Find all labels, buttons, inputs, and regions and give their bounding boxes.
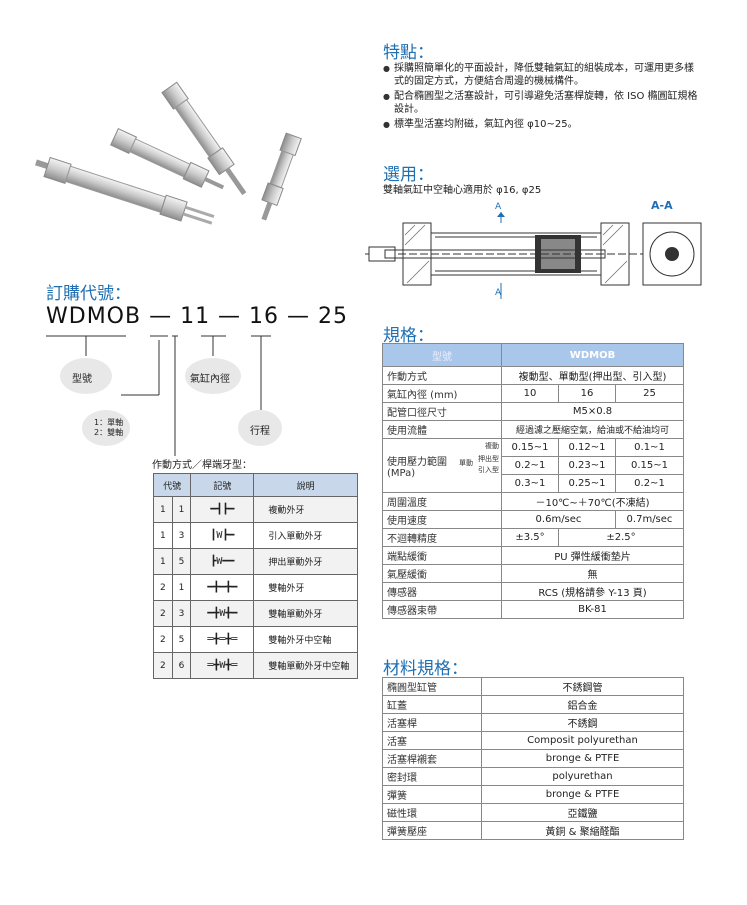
symbol-icon: ═╋W╋═	[207, 660, 238, 671]
col-desc: 說明	[253, 473, 358, 497]
material-title: 材料規格：	[383, 659, 468, 679]
order-code-diagram	[46, 335, 282, 456]
feature-item: 採購照簡單化的平面設計，降低雙軸氣缸的組裝成本，可運用更多樣式的固定方式，方便結…	[383, 62, 703, 88]
features-title: 特點：	[383, 43, 434, 63]
symbol-icon: ┣W━━	[210, 556, 235, 567]
section-mark-top: A	[495, 202, 502, 212]
spec-title: 規格：	[383, 326, 434, 346]
table-row: 磁性環亞鐵鹽	[382, 803, 684, 822]
order-title: 訂購代號：	[46, 284, 131, 304]
table-row: 缸蓋鋁合金	[382, 695, 684, 714]
label-type: 型號	[72, 374, 92, 385]
symbol-icon: ┃W┣━	[210, 530, 235, 541]
label-axis: 1：單軸 2：雙軸	[94, 418, 124, 437]
spec-table: 型號 WDMOB 作動方式複動型、單動型(押出型、引入型) 氣缸內徑 (mm)1…	[382, 343, 685, 619]
label-bore: 氣缸內徑	[190, 374, 230, 385]
features-list: 採購照簡單化的平面設計，降低雙軸氣缸的組裝成本，可運用更多樣式的固定方式，方便結…	[383, 62, 703, 133]
feature-item: 標準型活塞均附磁，氣缸內徑 φ10~25。	[383, 118, 703, 131]
table-row: 活塞桿不銹鋼	[382, 713, 684, 732]
symbol-icon: ━╋W╋━	[207, 608, 238, 619]
usage-text: 雙軸氣缸中空軸心適用於 φ16, φ25	[383, 185, 542, 196]
product-photo	[35, 81, 302, 225]
section-aa-label: A-A	[651, 199, 673, 212]
usage-title: 選用：	[383, 165, 434, 185]
symbol-icon: ━╋━╋━	[207, 582, 238, 593]
order-code: WDMOB — 11 — 16 — 25	[46, 304, 349, 329]
col-symbol: 記號	[190, 473, 255, 497]
section-drawing: A A A-A	[365, 199, 702, 299]
symbol-icon: ━┫┣━	[210, 504, 235, 515]
col-code: 代號	[152, 473, 192, 497]
action-title: 作動方式／桿端牙型：	[152, 460, 252, 471]
label-stroke: 行程	[250, 426, 270, 437]
table-row: 彈簧壓座黃銅 & 聚縮醛酯	[382, 821, 684, 840]
symbol-icon: ═╋═╋═	[207, 634, 238, 645]
feature-item: 配合橢圓型之活塞設計，可引導避免活塞桿旋轉，依 ISO 橢圓缸規格設計。	[383, 90, 703, 116]
table-row: 橢圓型缸管不銹鋼管	[382, 677, 684, 696]
section-mark-bottom: A	[495, 288, 502, 298]
